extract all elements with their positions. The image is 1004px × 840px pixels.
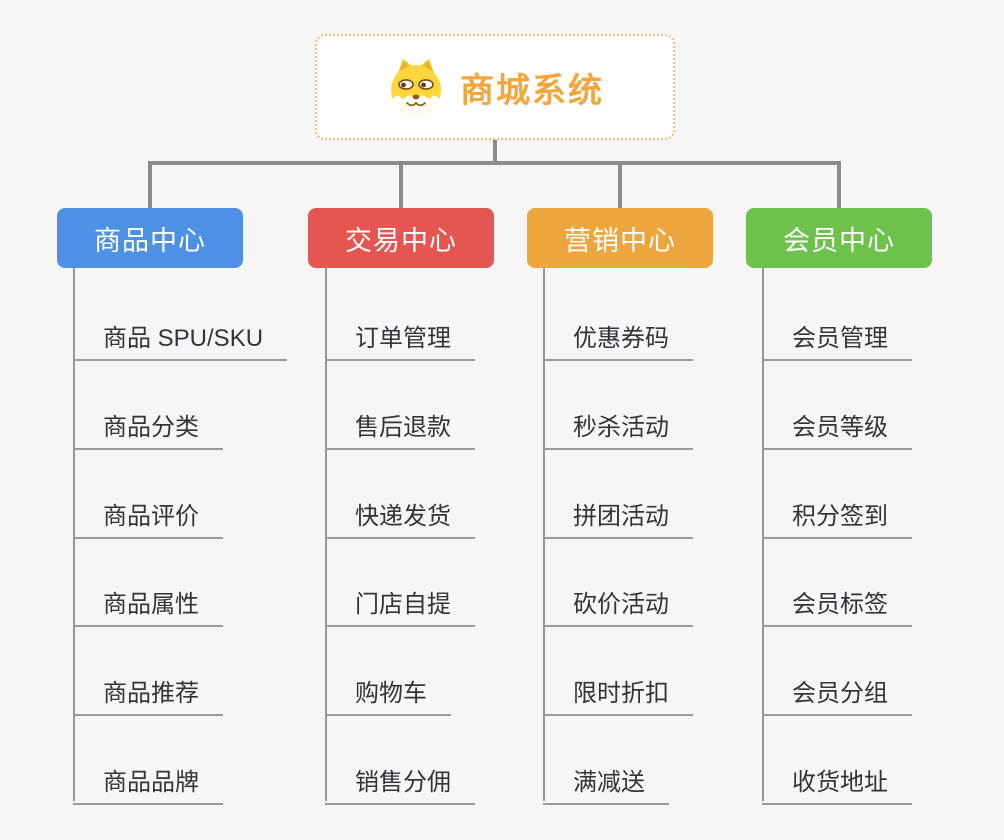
leaf-node[interactable]: 砍价活动 bbox=[543, 579, 693, 627]
connector-bus bbox=[148, 161, 841, 165]
branch-trunk-line-4 bbox=[762, 268, 764, 801]
leaf-node[interactable]: 订单管理 bbox=[325, 313, 475, 361]
leaf-node[interactable]: 会员等级 bbox=[762, 402, 912, 450]
branch-node-trade-center[interactable]: 交易中心 bbox=[308, 208, 494, 268]
leaf-node[interactable]: 商品推荐 bbox=[73, 668, 223, 716]
leaf-node[interactable]: 销售分佣 bbox=[325, 757, 475, 805]
leaf-node[interactable]: 门店自提 bbox=[325, 579, 475, 627]
leaf-node[interactable]: 满减送 bbox=[543, 757, 669, 805]
branch-node-member-center[interactable]: 会员中心 bbox=[746, 208, 932, 268]
leaf-node[interactable]: 商品属性 bbox=[73, 579, 223, 627]
leaf-node[interactable]: 会员标签 bbox=[762, 579, 912, 627]
root-node-title: 商城系统 bbox=[460, 71, 604, 110]
dog-face-icon bbox=[391, 59, 441, 115]
leaf-node[interactable]: 购物车 bbox=[325, 668, 451, 716]
connector-drop-2 bbox=[399, 161, 403, 208]
connector-drop-3 bbox=[618, 161, 622, 208]
connector-drop-4 bbox=[837, 161, 841, 208]
root-node[interactable]: 商城系统 bbox=[315, 34, 675, 140]
leaf-node[interactable]: 积分签到 bbox=[762, 491, 912, 539]
branch-trunk-line-2 bbox=[325, 268, 327, 801]
leaf-node[interactable]: 拼团活动 bbox=[543, 491, 693, 539]
leaf-node[interactable]: 商品 SPU/SKU bbox=[73, 313, 288, 361]
leaf-node[interactable]: 商品分类 bbox=[73, 402, 223, 450]
branch-trunk-line-3 bbox=[543, 268, 545, 801]
leaf-node[interactable]: 快递发货 bbox=[325, 491, 475, 539]
leaf-node[interactable]: 商品评价 bbox=[73, 491, 223, 539]
leaf-node[interactable]: 优惠券码 bbox=[543, 313, 693, 361]
leaf-node[interactable]: 会员分组 bbox=[762, 668, 912, 716]
leaf-node[interactable]: 秒杀活动 bbox=[543, 402, 693, 450]
branch-node-marketing-center[interactable]: 营销中心 bbox=[527, 208, 713, 268]
connector-root-stem bbox=[493, 138, 497, 162]
leaf-node[interactable]: 售后退款 bbox=[325, 402, 475, 450]
leaf-node[interactable]: 商品品牌 bbox=[73, 757, 223, 805]
branch-trunk-line-1 bbox=[73, 268, 75, 801]
connector-drop-1 bbox=[148, 161, 152, 208]
branch-node-product-center[interactable]: 商品中心 bbox=[57, 208, 243, 268]
leaf-node[interactable]: 收货地址 bbox=[762, 757, 912, 805]
leaf-node[interactable]: 会员管理 bbox=[762, 313, 912, 361]
leaf-node[interactable]: 限时折扣 bbox=[543, 668, 693, 716]
